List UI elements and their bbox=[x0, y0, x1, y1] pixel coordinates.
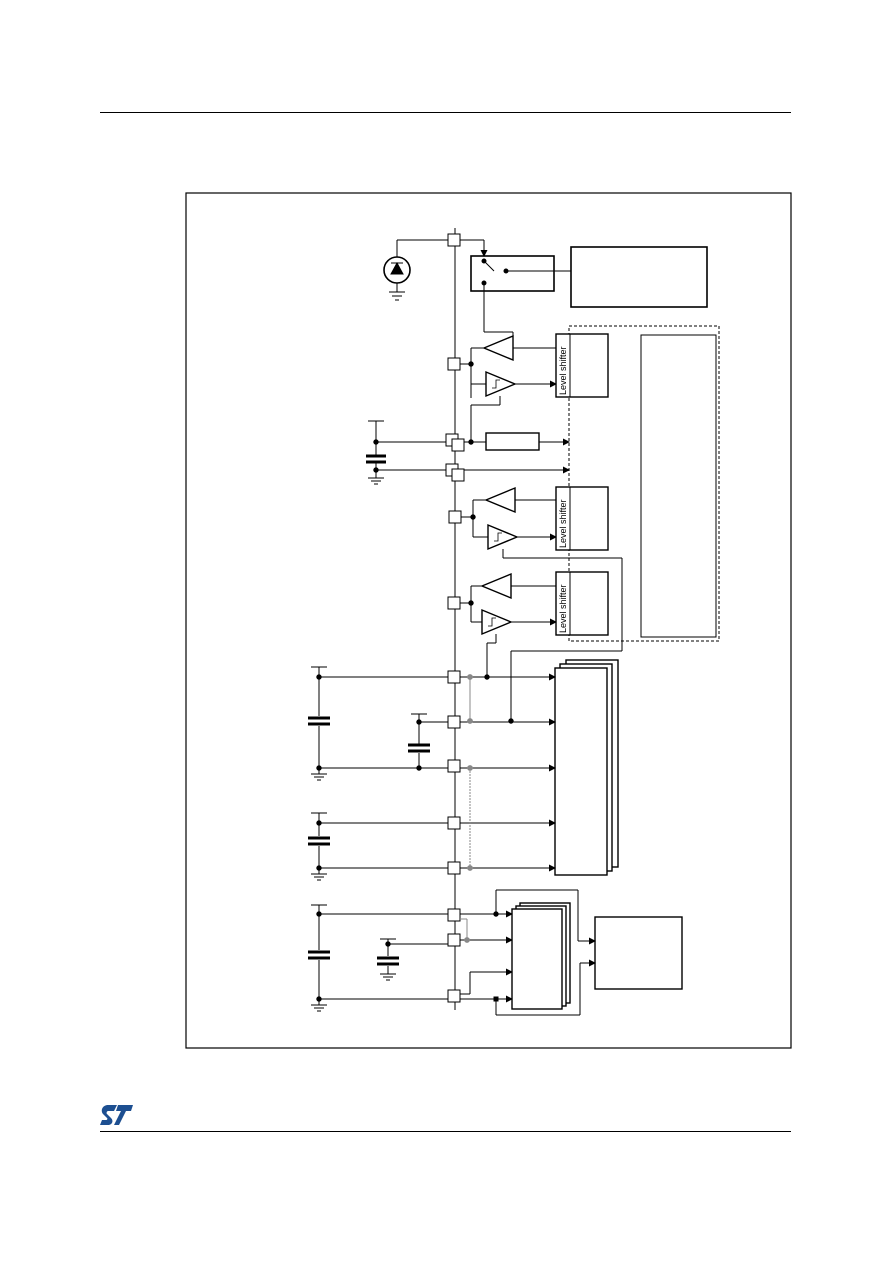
regulator-section bbox=[366, 420, 570, 485]
level-shifter-1 bbox=[555, 333, 609, 398]
footer-rule bbox=[100, 1131, 791, 1132]
analog-block-stack bbox=[554, 659, 619, 876]
st-logo-icon bbox=[100, 1105, 133, 1125]
diagram-frame bbox=[185, 192, 792, 1049]
io-buffer-group-1 bbox=[460, 334, 557, 445]
io-buffer-group-3 bbox=[460, 572, 557, 677]
bottom-right-block bbox=[594, 916, 683, 990]
esd-gray-links bbox=[467, 674, 473, 871]
level-shifter-label-3: Level shifter bbox=[558, 584, 568, 633]
switch-block bbox=[460, 239, 571, 347]
io-buffer-group-2 bbox=[461, 486, 623, 721]
level-shifter-label-2: Level shifter bbox=[558, 499, 568, 548]
esd-gray-links-bottom bbox=[460, 918, 513, 944]
analog-supply-lines bbox=[308, 666, 556, 881]
backup-domain-block bbox=[570, 246, 708, 308]
header-rule bbox=[100, 112, 791, 113]
level-shifter-2 bbox=[555, 486, 609, 551]
wakeup-source-symbol bbox=[383, 239, 448, 301]
level-shifter-label-1: Level shifter bbox=[558, 346, 568, 395]
core-logic-block bbox=[640, 334, 717, 638]
bottom-supply-section bbox=[308, 889, 596, 1016]
io-domain-dashed bbox=[568, 325, 720, 642]
bottom-block-stack bbox=[511, 902, 571, 1010]
level-shifter-3 bbox=[555, 571, 609, 636]
